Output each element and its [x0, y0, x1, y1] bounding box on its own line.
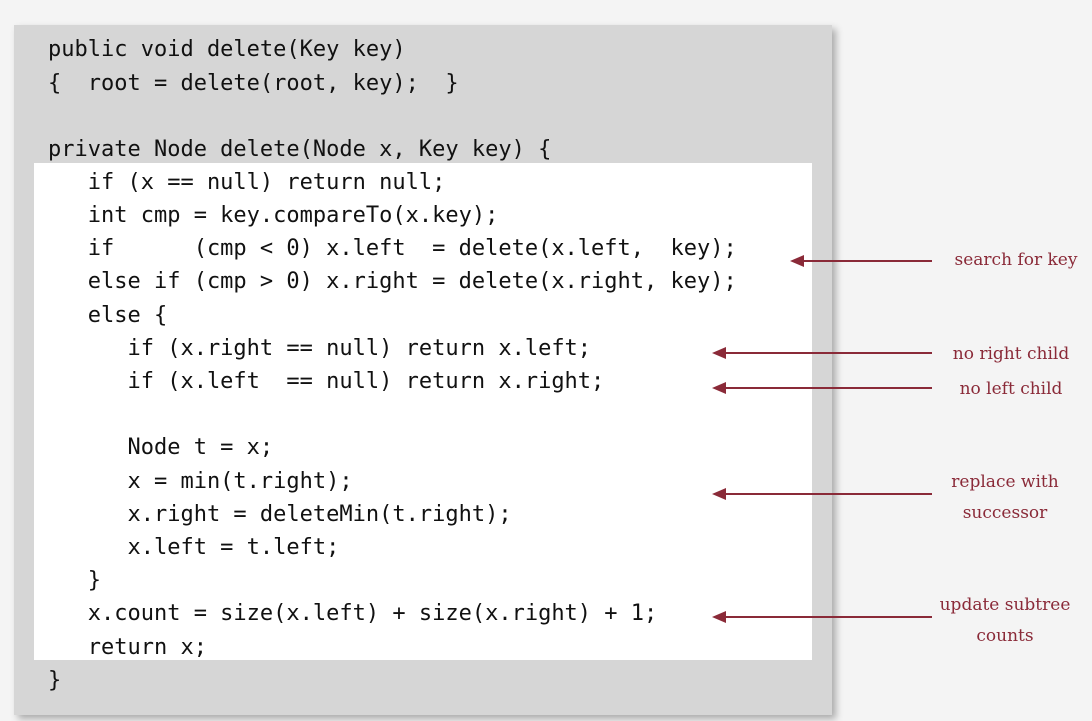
annotation-text: counts: [976, 626, 1034, 646]
code-line-17: }: [48, 568, 101, 593]
method-body-highlight: [34, 163, 812, 660]
code-line-13: Node t = x;: [48, 435, 274, 460]
annotation-text: successor: [962, 503, 1048, 523]
annotation-search-for-key: search for key: [941, 245, 1091, 276]
annotation-text: search for key: [954, 250, 1078, 270]
annotation-update-subtree-counts: update subtree counts: [930, 590, 1080, 652]
arrow-head-left-icon: [790, 255, 804, 267]
arrow-head-left-icon: [712, 347, 726, 359]
arrow-shaft: [725, 387, 932, 389]
arrow-shaft: [725, 493, 932, 495]
arrow-head-left-icon: [712, 611, 726, 623]
annotation-replace-with-successor: replace with successor: [930, 467, 1080, 529]
code-line-16: x.left = t.left;: [48, 535, 340, 560]
annotation-text: no right child: [952, 344, 1070, 364]
code-line-2: { root = delete(root, key); }: [48, 71, 459, 96]
code-line-11: if (x.left == null) return x.right;: [48, 369, 605, 394]
arrow-shaft: [725, 616, 932, 618]
code-line-19: return x;: [48, 635, 207, 660]
code-line-14: x = min(t.right);: [48, 469, 353, 494]
code-line-1: public void delete(Key key): [48, 37, 406, 62]
arrow-head-left-icon: [712, 488, 726, 500]
code-line-9: else {: [48, 303, 168, 328]
annotation-text: replace with: [951, 472, 1059, 492]
code-line-5: if (x == null) return null;: [48, 170, 446, 195]
annotation-no-right-child: no right child: [936, 339, 1086, 370]
code-line-18: x.count = size(x.left) + size(x.right) +…: [48, 601, 658, 626]
annotation-text: update subtree: [939, 595, 1071, 615]
code-line-4: private Node delete(Node x, Key key) {: [48, 137, 552, 162]
code-line-10: if (x.right == null) return x.left;: [48, 336, 592, 361]
code-line-7: if (cmp < 0) x.left = delete(x.left, key…: [48, 236, 737, 261]
code-line-20: }: [48, 668, 62, 693]
code-line-15: x.right = deleteMin(t.right);: [48, 502, 512, 527]
annotation-no-left-child: no left child: [936, 374, 1086, 405]
code-line-8: else if (cmp > 0) x.right = delete(x.rig…: [48, 269, 737, 294]
arrow-shaft: [803, 260, 932, 262]
annotation-text: no left child: [959, 379, 1063, 399]
arrow-shaft: [725, 352, 932, 354]
arrow-head-left-icon: [712, 382, 726, 394]
code-line-6: int cmp = key.compareTo(x.key);: [48, 203, 499, 228]
